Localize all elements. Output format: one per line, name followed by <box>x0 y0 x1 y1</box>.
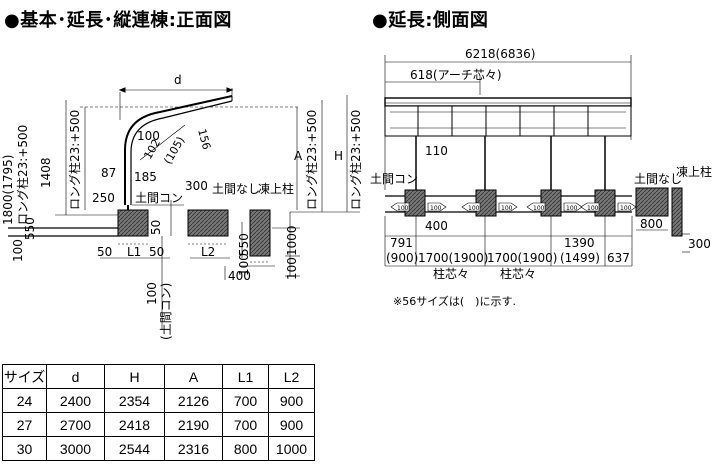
table-cell: 800 <box>222 436 269 461</box>
side-dim-400: 400 <box>425 219 448 233</box>
dim-6218: 6218(6836) <box>465 47 535 61</box>
table-cell: 700 <box>222 388 269 413</box>
table-row: 27 2700 2418 2190 700 900 <box>2 412 315 437</box>
table-cell: 900 <box>268 388 315 413</box>
column-header: A <box>164 364 223 389</box>
tag-100: 100 <box>468 205 480 212</box>
dim-550-mid: 550 <box>237 233 251 256</box>
dim-100-bottom: 100 <box>145 282 159 305</box>
side-label-tojo: 凍上柱 <box>676 164 712 179</box>
table-header-row: サイズ d H A L1 L2 <box>2 364 315 389</box>
dim-1000: 1000 <box>285 225 299 256</box>
dim-100-mid: 100 <box>237 253 251 276</box>
table-row: 24 2400 2354 2126 700 900 <box>2 388 315 413</box>
label-pitch-b: 柱芯々 <box>500 266 536 281</box>
table-cell: 2400 <box>46 388 105 413</box>
label-pitch-a: 柱芯々 <box>433 266 469 281</box>
side-view-heading: ●延長:側面図 <box>372 10 489 31</box>
dim-L2: L2 <box>201 245 215 259</box>
side-dim-1390: 1390 <box>564 236 595 250</box>
dim-156: 156 <box>195 127 213 151</box>
table-cell: 24 <box>2 388 47 413</box>
side-view-labels: 6218(6836) 618(アーチ芯々) 110 土間コン 土間なし 凍上柱 … <box>370 47 712 281</box>
dim-long-left2: ロング柱23:+500 <box>67 110 82 210</box>
table-cell: 2418 <box>104 412 165 437</box>
dim-300: 300 <box>185 179 208 193</box>
side-dim-300: 300 <box>688 237 711 251</box>
side-dim-1499: (1499) <box>560 251 600 265</box>
tag-100: 100 <box>566 205 578 212</box>
dim-50-b: 50 <box>149 245 164 259</box>
spec-table: サイズ d H A L1 L2 24 2400 2354 2126 700 90… <box>2 364 315 461</box>
dim-50-a: 50 <box>97 245 112 259</box>
side-dim-800: 800 <box>640 217 663 231</box>
label-doma-nashi: 土間なし <box>212 182 260 196</box>
tag-100: 100 <box>430 205 442 212</box>
dim-long-right: ロング柱23:+500 <box>304 110 319 210</box>
table-row: 30 3000 2544 2316 800 1000 <box>2 436 315 461</box>
tag-100: 100 <box>533 205 545 212</box>
table-cell: 2700 <box>46 412 105 437</box>
dim-250: 250 <box>92 191 115 205</box>
table-cell: 2190 <box>164 412 223 437</box>
dim-doma-con-vert: (土間コン) <box>159 283 173 340</box>
column-header: d <box>46 364 105 389</box>
column-header: H <box>104 364 165 389</box>
side-dim-1700b: 1700(1900) <box>487 251 557 265</box>
table-cell: 2316 <box>164 436 223 461</box>
dim-long-left: ロング柱23:+500 <box>15 125 30 225</box>
dim-110: 110 <box>425 144 448 158</box>
dim-d: d <box>174 73 182 87</box>
dim-400: 400 <box>228 269 251 283</box>
dim-185: 185 <box>134 170 157 184</box>
side-view-drawing <box>384 55 690 267</box>
label-tojo: 凍上柱 <box>258 181 294 196</box>
column-header: L1 <box>222 364 269 389</box>
side-dim-637: 637 <box>607 251 630 265</box>
column-header: サイズ <box>2 364 47 389</box>
tag-100: 100 <box>620 205 632 212</box>
table-cell: 3000 <box>46 436 105 461</box>
size-note: ※56サイズは( )に示す. <box>393 295 516 308</box>
table-cell: 700 <box>222 412 269 437</box>
table-cell: 900 <box>268 412 315 437</box>
dim-618: 618(アーチ芯々) <box>410 68 502 82</box>
front-view-heading: ●基本･延長･縦連棟:正面図 <box>4 10 232 31</box>
dim-100-r: 100 <box>285 257 299 280</box>
side-dim-900: (900) <box>386 251 418 265</box>
front-view-drawing <box>8 87 360 330</box>
dim-100-left: 100 <box>11 239 25 262</box>
dim-50-c: 50 <box>149 220 163 235</box>
dim-1408: 1408 <box>39 157 53 188</box>
side-label-doma-con: 土間コン <box>370 172 418 186</box>
table-cell: 30 <box>2 436 47 461</box>
tag-100: 100 <box>587 205 599 212</box>
tag-100: 100 <box>397 205 409 212</box>
table-cell: 27 <box>2 412 47 437</box>
side-dim-791: 791 <box>390 236 413 250</box>
front-view-labels: d 1800(1795) ロング柱23:+500 1408 ロング柱23:+50… <box>1 73 363 340</box>
dim-H: H <box>334 149 343 163</box>
dim-105: (105) <box>161 134 187 166</box>
side-dim-1700a: 1700(1900) <box>418 251 488 265</box>
tag-100: 100 <box>501 205 513 212</box>
dim-long-right2: ロング柱23:+500 <box>348 110 363 210</box>
dim-550-left: 550 <box>23 217 37 240</box>
table-cell: 2354 <box>104 388 165 413</box>
table-cell: 1000 <box>268 436 315 461</box>
dim-A: A <box>294 149 303 163</box>
table-cell: 2126 <box>164 388 223 413</box>
table-cell: 2544 <box>104 436 165 461</box>
dim-L1: L1 <box>127 245 141 259</box>
side-label-doma-nashi: 土間なし <box>634 172 682 186</box>
dim-100-arc: 100 <box>137 129 160 143</box>
dim-1800: 1800(1795) <box>1 155 15 225</box>
column-header: L2 <box>268 364 315 389</box>
label-doma-con: 土間コン <box>135 191 183 205</box>
dim-87: 87 <box>101 166 116 180</box>
